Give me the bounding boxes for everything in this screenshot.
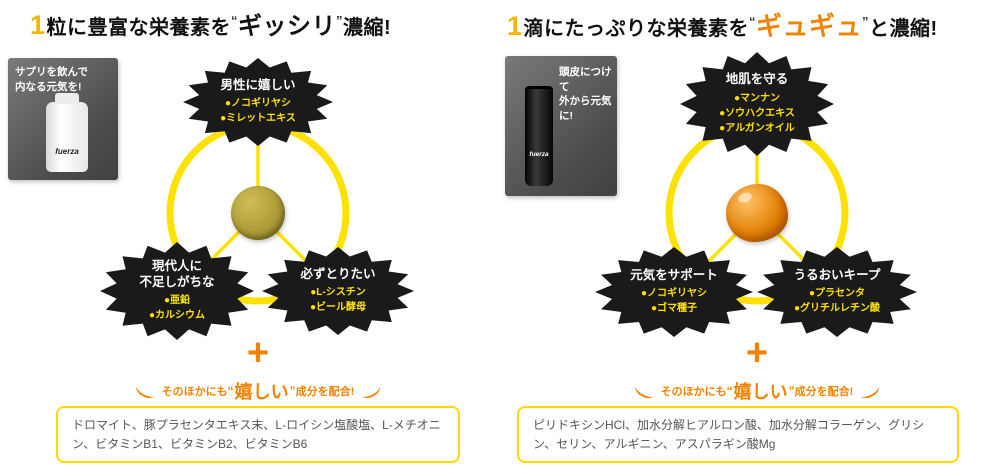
photo-caption: サプリを飲んで 内なる元気を! <box>15 66 88 93</box>
open-quote-icon: “ <box>231 13 239 28</box>
product-bottle: fuerza <box>46 93 88 172</box>
close-quote-icon: ” <box>336 13 344 28</box>
close-quote-icon: ” <box>788 384 795 398</box>
plus-sign: + <box>246 332 270 374</box>
nutrient-badge: 元気をサポート ●ノコギリヤシ ●ゴマ種子 <box>595 247 753 337</box>
ribbon-lead: そのほかにも <box>161 386 228 398</box>
title-tail: と濃縮! <box>869 18 938 40</box>
droplet-image <box>726 184 788 242</box>
badge-title: 現代人に 不足しがちな <box>139 258 215 289</box>
ribbon-lead: そのほかにも <box>660 386 727 398</box>
ribbon-flourish-icon <box>134 381 158 401</box>
open-quote-icon: “ <box>726 384 733 398</box>
photo-caption: 頭皮につけて 外から元気に! <box>559 66 612 123</box>
bottle-logo: fuerza <box>55 147 79 156</box>
product-photo: 頭皮につけて 外から元気に! fuerza <box>505 56 617 196</box>
title-number: 1 <box>30 10 46 40</box>
badge-item: ●プラセンタ <box>808 288 866 300</box>
nutrient-badge: 地肌を守る ●マンナン ●ソウハクエキス ●アルガンオイル <box>680 52 834 156</box>
product-photo: サプリを飲んで 内なる元気を! fuerza <box>8 58 118 180</box>
bottle-logo: fuerza <box>529 151 549 158</box>
ribbon-flourish-icon <box>633 381 657 401</box>
ribbon-flourish-icon <box>857 381 881 401</box>
title-emphasis: ギッシリ <box>238 13 337 40</box>
panel-supplement: 1粒に豊富な栄養素を“ギッシリ”濃縮! サプリを飲んで 内なる元気を! fuer… <box>0 6 499 464</box>
badge-item: ●ソウハクエキス <box>719 107 795 119</box>
open-quote-icon: “ <box>749 14 757 29</box>
panel-title: 1滴にたっぷりな栄養素を“ギュギュ”と濃縮! <box>499 6 998 43</box>
badge-item: ●ノコギリヤシ <box>640 288 708 300</box>
badge-item: ●L-シスチン <box>310 287 366 299</box>
ribbon: そのほかにも “ 嬉しい ” 成分を配合! <box>130 378 387 404</box>
ribbon-tail: 成分を配合! <box>794 386 854 398</box>
ingredients-box: ピリドキシンHCl、加水分解ヒアルロン酸、加水分解コラーゲン、グリシン、セリン、… <box>517 406 959 464</box>
ingredients-box: ドロマイト、豚プラセンタエキス末、L-ロイシン塩酸塩、L-メチオニン、ビタミンB… <box>56 406 460 464</box>
close-quote-icon: ” <box>289 384 296 398</box>
ribbon-flourish-icon <box>358 381 382 401</box>
badge-title: 男性に嬉しい <box>220 77 296 92</box>
product-bottle: fuerza <box>525 86 553 186</box>
open-quote-icon: “ <box>227 384 234 398</box>
badge-item: ●ゴマ種子 <box>650 303 698 315</box>
ribbon-emphasis: 嬉しい <box>234 382 289 402</box>
plus-sign: + <box>745 332 769 374</box>
title-emphasis: ギュギュ <box>756 11 863 41</box>
badge-item: ●ミレットエキス <box>220 113 296 125</box>
nutrient-badge: 男性に嬉しい ●ノコギリヤシ ●ミレットエキス <box>183 58 333 146</box>
title-lead: 粒に豊富な栄養素を <box>46 17 232 39</box>
bottle-cap <box>55 93 79 104</box>
badge-title: 必ずとりたい <box>300 266 376 281</box>
close-quote-icon: ” <box>862 14 870 29</box>
ribbon-emphasis: 嬉しい <box>733 382 788 402</box>
badge-item: ●ノコギリヤシ <box>224 98 292 110</box>
droplet-highlight <box>736 190 754 205</box>
title-lead: 滴にたっぷりな栄養素を <box>523 18 750 40</box>
nutrient-badge: うるおいキープ ●プラセンタ ●グリチルレチン酸 <box>757 247 917 337</box>
tablet-image <box>231 186 285 240</box>
badge-title: うるおいキープ <box>793 267 881 282</box>
badge-item: ●グリチルレチン酸 <box>793 303 881 315</box>
badge-title: 元気をサポート <box>630 267 718 282</box>
nutrient-badge: 必ずとりたい ●L-シスチン ●ビール酵母 <box>262 247 414 335</box>
badge-item: ●カルシウム <box>148 310 206 322</box>
panel-title: 1粒に豊富な栄養素を“ギッシリ”濃縮! <box>0 6 499 41</box>
nutrient-badge: 現代人に 不足しがちな ●亜鉛 ●カルシウム <box>100 242 254 340</box>
title-tail: 濃縮! <box>343 17 392 39</box>
title-number: 1 <box>507 11 523 41</box>
badge-item: ●ビール酵母 <box>309 302 367 314</box>
badge-title: 地肌を守る <box>725 72 789 87</box>
badge-item: ●マンナン <box>733 92 781 104</box>
badge-item: ●アルガンオイル <box>719 122 795 134</box>
panel-serum: 1滴にたっぷりな栄養素を“ギュギュ”と濃縮! 頭皮につけて 外から元気に! fu… <box>499 0 998 470</box>
ribbon-tail: 成分を配合! <box>295 386 355 398</box>
ribbon: そのほかにも “ 嬉しい ” 成分を配合! <box>629 378 886 404</box>
badge-item: ●亜鉛 <box>163 295 191 307</box>
